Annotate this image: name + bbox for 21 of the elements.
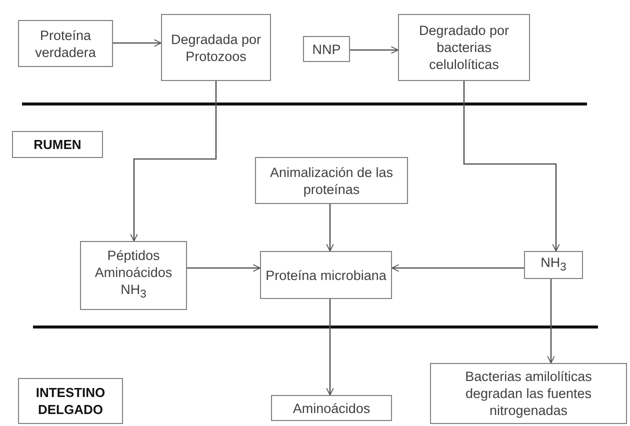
arrow (392, 264, 524, 272)
arrow (326, 299, 334, 396)
process-box: NH$_{3}$ (524, 251, 583, 279)
arrow (350, 46, 398, 54)
arrow (130, 81, 217, 242)
arrow (463, 81, 560, 252)
process-box: NNP (303, 36, 350, 62)
arrow (326, 204, 334, 252)
process-box: Degradado por bacterias celulolíticas (398, 14, 530, 81)
section-label: INTESTINO DELGADO (18, 378, 123, 424)
arrow (113, 39, 162, 47)
arrow (187, 264, 260, 272)
process-box: Bacterias amilolíticas degradan las fuentes nitrogenadas (430, 363, 627, 424)
process-box: Aminoácidos (271, 395, 392, 421)
process-box: Proteína microbiana (260, 251, 392, 299)
process-box: Degradada por Protozoos (161, 14, 271, 81)
arrow (547, 279, 555, 364)
section-label: RUMEN (12, 131, 103, 158)
process-box: Animalización de las proteínas (255, 157, 408, 204)
process-box: Péptidos Aminoácidos NH$_{3}$ (80, 241, 187, 310)
process-box: Proteína verdadera (18, 20, 113, 67)
